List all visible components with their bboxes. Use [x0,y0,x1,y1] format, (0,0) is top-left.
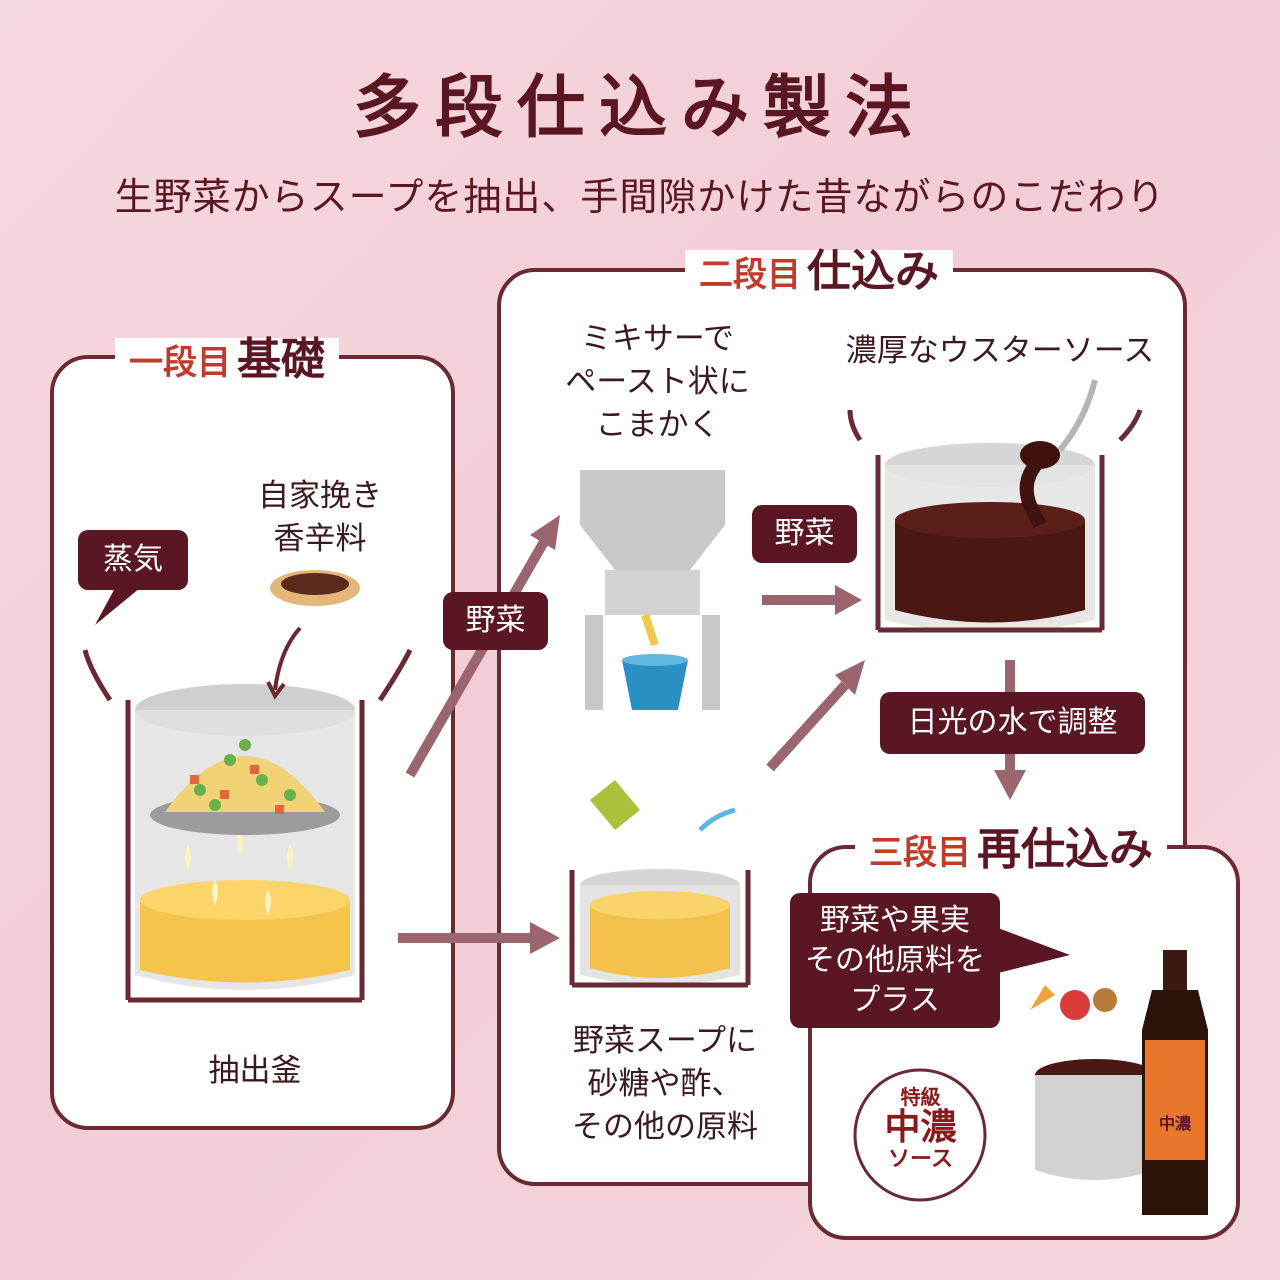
spice-label: 自家挽き 香辛料 [258,478,382,557]
water-badge: 日光の水で調整 [880,692,1145,754]
mixer-illustration [580,470,725,710]
bottle-label: 中濃 [1158,1114,1191,1133]
spice-dish-illustration [266,570,360,700]
vegetable-badge-2: 野菜 [752,505,857,563]
step1-title: 一段目基礎 [115,338,339,382]
steam-callout-tail [95,588,140,625]
sauce-pot-illustration [847,379,1143,633]
step1-number: 一段目 [129,343,231,383]
sauce-bottle-illustration [1142,950,1208,1215]
add-ingredients-badge: 野菜や果実 その他原料を プラス [790,893,1000,1028]
step2-name: 仕込み [807,246,939,297]
extraction-pot-illustration [82,648,413,1003]
vegetable-badge-1: 野菜 [443,592,548,650]
soup-label: 野菜スープに 砂糖や酢、 その他の原料 [572,1023,758,1145]
mixer-label: ミキサーで ペースト状に こまかく [565,321,750,443]
step2-title: 二段目仕込み [685,250,953,294]
final-pot-illustration [1030,985,1155,1180]
step3-title: 三段目再仕込み [855,828,1167,872]
page-subtitle: 生野菜からスープを抽出、手間隙かけた昔ながらのこだわり [114,175,1166,219]
product-logo-ring [853,1068,987,1202]
step3-name: 再仕込み [977,824,1153,875]
steam-badge: 蒸気 [78,530,188,590]
step3-number: 三段目 [869,833,971,873]
step1-name: 基礎 [237,334,325,385]
extraction-pot-label: 抽出釜 [208,1053,302,1089]
sauce-label: 濃厚なウスターソース [845,333,1155,369]
flow-arrows [398,515,1026,954]
step2-number: 二段目 [699,255,801,295]
product-logo: 特級 中濃 ソース [884,1085,957,1172]
page-title: 多段仕込み製法 [352,69,927,148]
soup-pot-illustration [569,780,751,988]
add-callout-tail [990,925,1070,975]
